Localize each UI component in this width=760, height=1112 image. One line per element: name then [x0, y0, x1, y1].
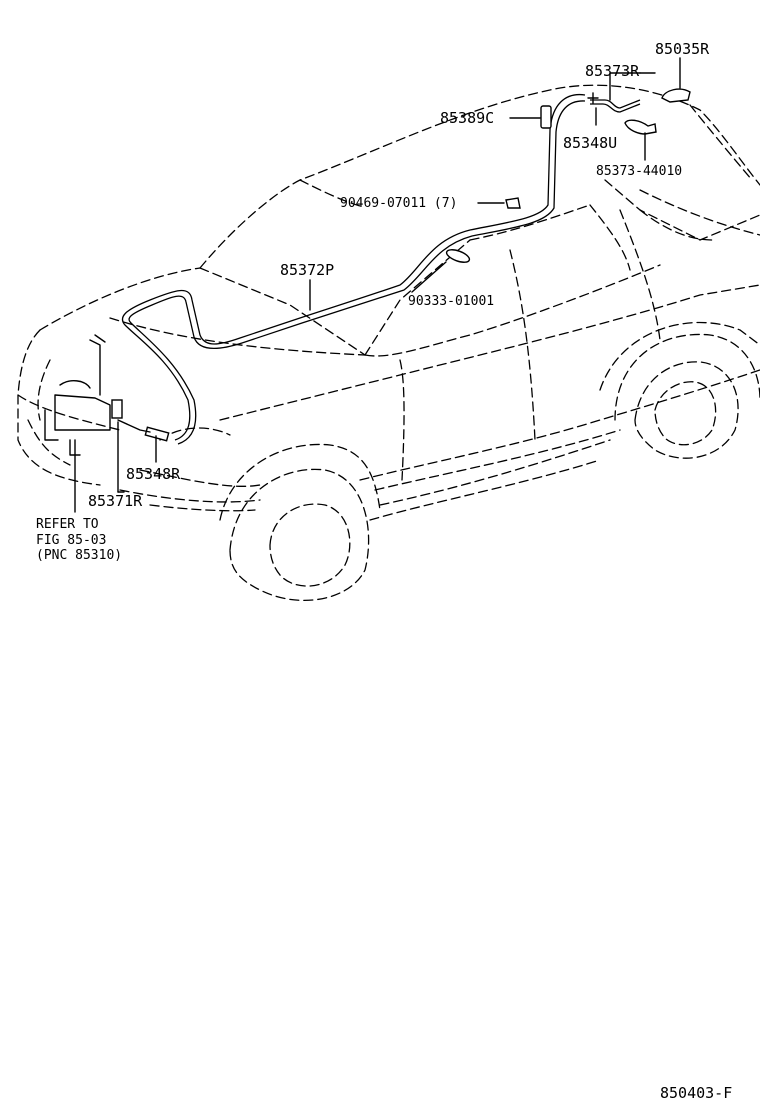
label-85348U: 85348U — [563, 134, 617, 152]
label-85373-44010: 85373-44010 — [596, 164, 682, 179]
label-85348R: 85348R — [126, 465, 181, 483]
label-85035R: 85035R — [655, 40, 710, 58]
label-90333-01001: 90333-01001 — [408, 294, 494, 309]
washer-pump-assembly — [44, 334, 123, 456]
reference-line-3: (PNC 85310) — [36, 548, 122, 563]
reference-note: REFER TO FIG 85-03 (PNC 85310) — [36, 517, 122, 563]
label-85389C: 85389C — [440, 109, 494, 127]
label-85371R: 85371R — [88, 492, 143, 510]
washer-hose — [121, 93, 586, 445]
label-90469-07011: 90469-07011 (7) — [340, 196, 457, 211]
part-labels: 85035R 85373R 85389C 85348U 85373-44010 … — [88, 40, 710, 510]
leader-lines — [74, 57, 681, 513]
reference-line-1: REFER TO — [36, 517, 99, 532]
reference-line-2: FIG 85-03 — [36, 533, 106, 548]
small-parts — [117, 88, 691, 442]
label-85373R: 85373R — [585, 62, 640, 80]
label-85372P: 85372P — [280, 261, 334, 279]
figure-code: 850403-F — [660, 1084, 732, 1102]
vehicle-outline — [17, 84, 760, 602]
